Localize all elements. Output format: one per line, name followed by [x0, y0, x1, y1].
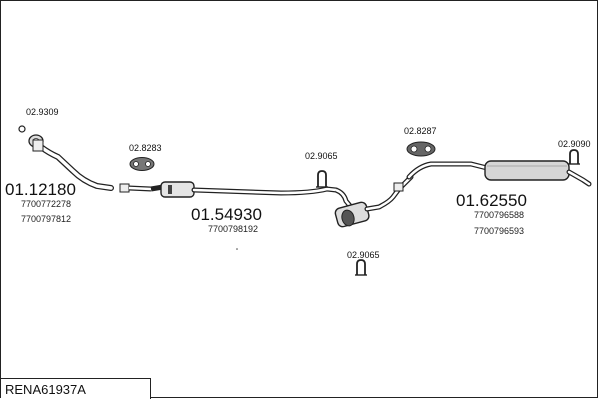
center-silencer-number: 01.54930 — [191, 205, 262, 224]
rubber-mount-front — [129, 157, 155, 171]
center-silencer-oem-1: 7700798192 — [208, 224, 258, 234]
rear-silencer-oem-2: 7700796593 — [474, 226, 524, 236]
flange-connector — [119, 183, 152, 193]
mount-front-number: 02.8283 — [129, 143, 162, 153]
clamp-lower — [355, 259, 367, 276]
clamp-center — [316, 170, 328, 188]
rear-silencer-oem-1: 7700796588 — [474, 210, 524, 220]
rear-silencer-number: 01.62550 — [456, 191, 527, 210]
clamp-center-number: 02.9065 — [305, 151, 338, 161]
front-pipe-oem-2: 7700797812 — [21, 214, 71, 224]
front-pipe-number: 01.12180 — [5, 180, 76, 199]
stray-mark — [236, 248, 238, 250]
resonator-section — [334, 174, 414, 228]
front-pipe-oem-1: 7700772278 — [21, 199, 71, 209]
front-pipe — [32, 139, 114, 191]
rear-silencer — [406, 160, 592, 187]
gasket-number: 02.9309 — [26, 107, 59, 117]
tail-clamp-number: 02.9090 — [558, 139, 591, 149]
reference-code: RENA61937A — [5, 382, 86, 397]
rubber-mount-rear — [406, 141, 436, 157]
reference-box: RENA61937A — [1, 378, 151, 399]
tail-clamp — [568, 149, 580, 165]
center-silencer — [150, 181, 339, 198]
clamp-lower-number: 02.9065 — [347, 250, 380, 260]
mount-rear-number: 02.8287 — [404, 126, 437, 136]
